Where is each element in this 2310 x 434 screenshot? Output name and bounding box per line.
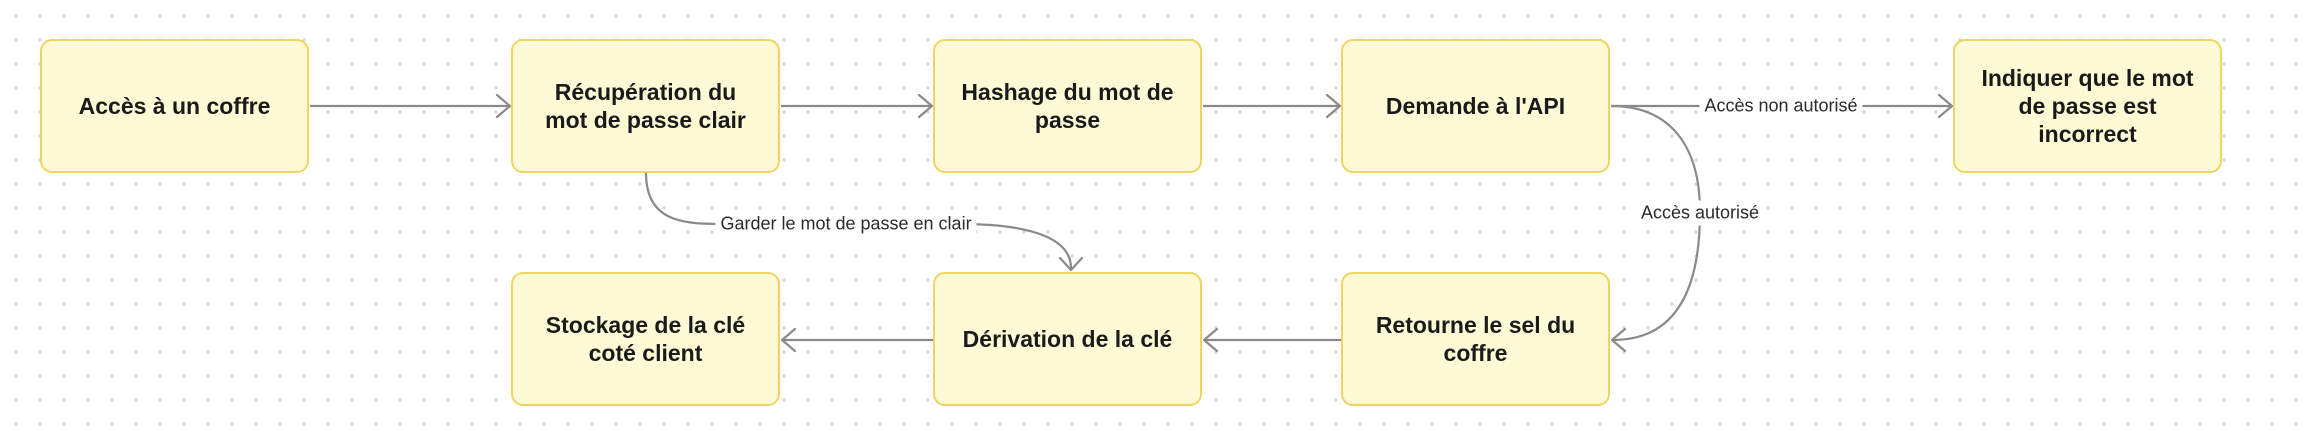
arrow-head [1325, 93, 1342, 119]
node-label: Dérivation de la clé [962, 326, 1173, 352]
arrow-head [780, 327, 797, 353]
arrow-head [1610, 327, 1627, 353]
node-label: Accès à un coffre [78, 93, 271, 119]
arrow-head [1058, 256, 1084, 272]
node-retourne-sel[interactable]: Retourne le sel du coffre [1341, 272, 1610, 406]
node-label: Demande à l'API [1385, 93, 1566, 119]
arrow-head [1937, 93, 1954, 119]
node-label: Retourne le sel du coffre [1375, 312, 1576, 366]
edge-label-autorise: Accès autorisé [1635, 200, 1765, 226]
node-label: Indiquer que le mot de passe est incorre… [1981, 65, 2194, 147]
node-hashage[interactable]: Hashage du mot de passe [933, 39, 1202, 173]
node-stockage-cle[interactable]: Stockage de la clé coté client [511, 272, 780, 406]
node-indiquer-incorrect[interactable]: Indiquer que le mot de passe est incorre… [1953, 39, 2222, 173]
arrow-head [1202, 327, 1219, 353]
arrow-head [495, 93, 512, 119]
edge-label-non-autorise: Accès non autorisé [1699, 93, 1863, 119]
edge-label-garder-clair: Garder le mot de passe en clair [715, 211, 977, 237]
arrow-head [917, 93, 934, 119]
node-label: Récupération du mot de passe clair [545, 79, 746, 133]
node-acces-coffre[interactable]: Accès à un coffre [40, 39, 309, 173]
node-recuperation-mot-de-passe[interactable]: Récupération du mot de passe clair [511, 39, 780, 173]
node-derivation-cle[interactable]: Dérivation de la clé [933, 272, 1202, 406]
node-label: Hashage du mot de passe [961, 79, 1174, 133]
node-demande-api[interactable]: Demande à l'API [1341, 39, 1610, 173]
node-label: Stockage de la clé coté client [545, 312, 746, 366]
